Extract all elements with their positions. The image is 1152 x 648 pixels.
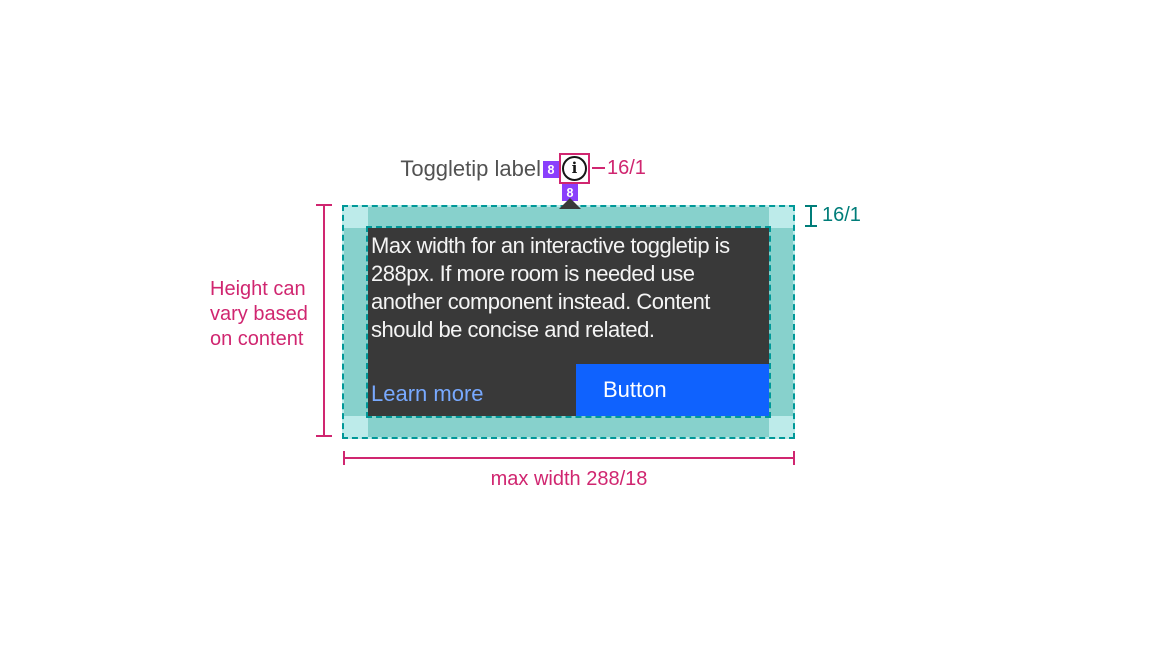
max-width-measure-cap-left	[343, 451, 345, 465]
spacing-badge-8-left: 8	[543, 161, 559, 178]
max-width-annotation-text: max width 288/18	[490, 468, 648, 490]
spacing-badge-8-below: 8	[562, 184, 578, 201]
information-icon[interactable]: i	[562, 156, 587, 181]
content-bounds-dashed-outline	[366, 226, 771, 418]
padding-measure-line	[810, 206, 812, 226]
padding-strip-bottom	[368, 416, 769, 437]
padding-measure-cap-top	[805, 205, 817, 207]
icon-size-label: 16/1	[607, 157, 646, 179]
learn-more-link[interactable]: Learn more	[371, 381, 484, 406]
icon-size-callout-line	[592, 167, 605, 169]
toggletip-body-text: Max width for an interactive toggletip i…	[371, 233, 730, 342]
padding-strip-top	[368, 207, 769, 228]
padding-strip-right	[769, 228, 793, 416]
toggletip-popover: Max width for an interactive toggletip i…	[368, 228, 769, 416]
tooltip-caret	[559, 198, 581, 209]
height-measure-cap-bottom	[316, 435, 332, 437]
padding-size-label: 16/1	[822, 204, 861, 226]
max-width-measure-cap-right	[793, 451, 795, 465]
spacing-overlay: Max width for an interactive toggletip i…	[342, 205, 795, 439]
toggletip-action-button[interactable]: Button	[576, 364, 769, 416]
toggletip-trigger-label: Toggletip label	[400, 156, 541, 181]
padding-strip-left	[344, 228, 368, 416]
max-width-measure-line	[344, 457, 794, 459]
height-measure-line	[323, 205, 325, 437]
icon-size-annotation-box: i	[559, 153, 590, 184]
height-measure-cap-top	[316, 204, 332, 206]
padding-measure-cap-bottom	[805, 225, 817, 227]
